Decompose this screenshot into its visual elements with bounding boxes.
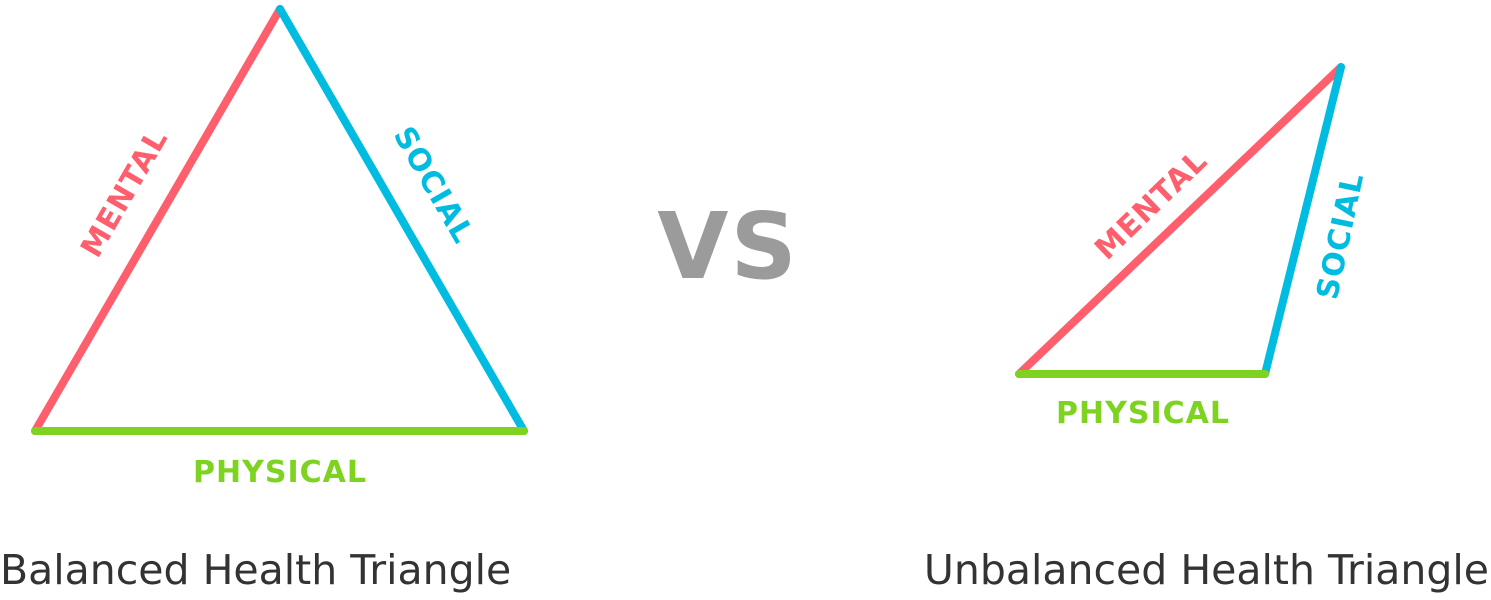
vs-label: VS <box>657 193 798 300</box>
unbalanced-triangle: MENTAL SOCIAL PHYSICAL <box>1015 63 1371 431</box>
balanced-physical-label: PHYSICAL <box>193 455 367 490</box>
unbalanced-social-label: SOCIAL <box>1310 169 1371 302</box>
balanced-mental-label: MENTAL <box>74 123 175 263</box>
unbalanced-physical-label: PHYSICAL <box>1056 396 1230 431</box>
balanced-mental-side <box>31 5 284 435</box>
balanced-social-side <box>276 5 528 435</box>
unbalanced-title: Unbalanced Health Triangle <box>923 546 1489 594</box>
unbalanced-mental-side <box>1015 63 1345 378</box>
unbalanced-social-side <box>1261 63 1345 378</box>
balanced-social-label: SOCIAL <box>386 121 481 250</box>
balanced-triangle: MENTAL SOCIAL PHYSICAL <box>31 5 528 490</box>
balanced-title: Balanced Health Triangle <box>0 546 512 594</box>
